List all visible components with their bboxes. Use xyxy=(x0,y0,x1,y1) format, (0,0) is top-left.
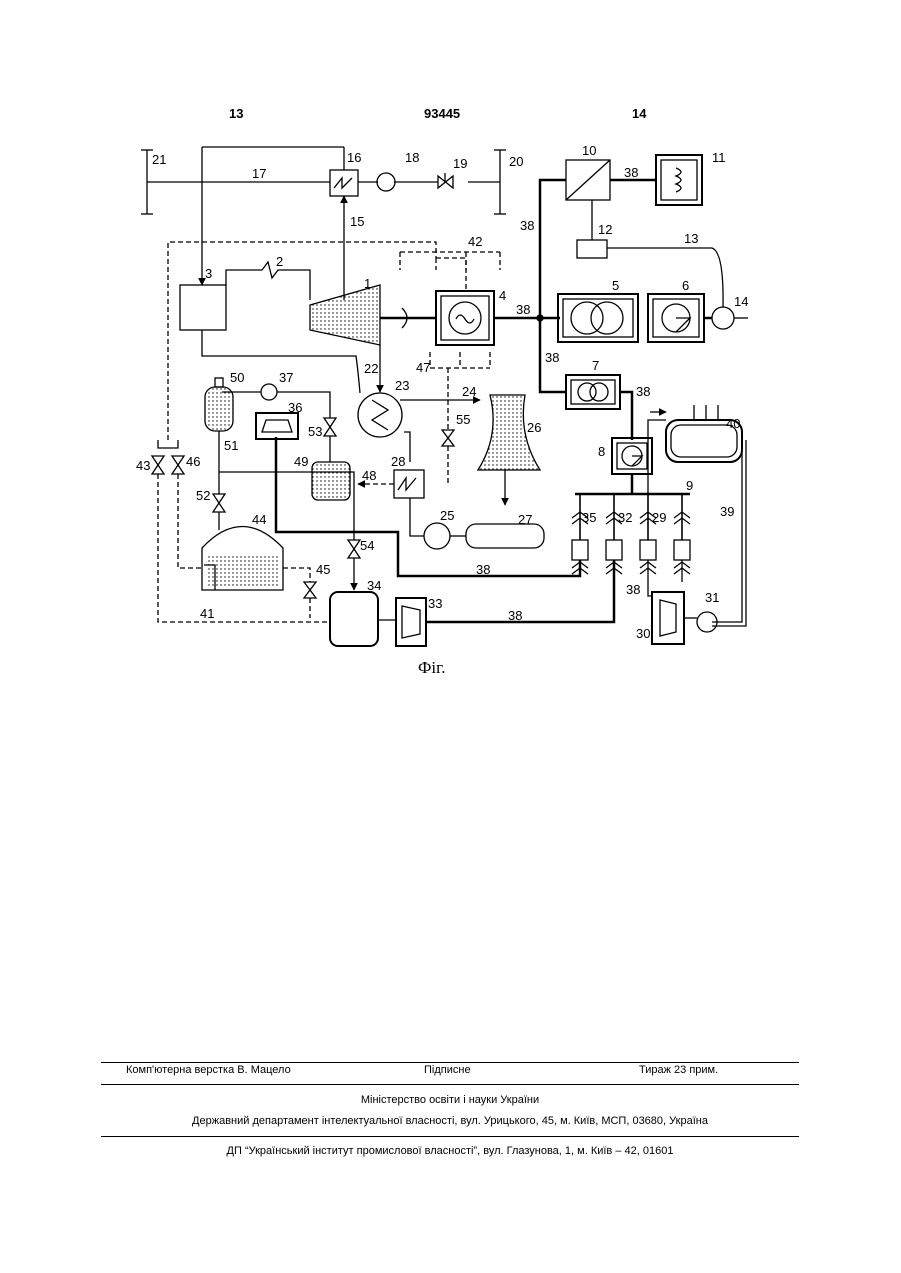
svg-text:14: 14 xyxy=(734,294,748,309)
svg-text:15: 15 xyxy=(350,214,364,229)
svg-text:33: 33 xyxy=(428,596,442,611)
svg-text:41: 41 xyxy=(200,606,214,621)
footer-rule-top xyxy=(101,1062,799,1063)
diagram-lines xyxy=(141,147,748,646)
footer-signed: Підписне xyxy=(424,1064,471,1076)
svg-text:37: 37 xyxy=(279,370,293,385)
svg-text:3: 3 xyxy=(205,266,212,281)
svg-text:26: 26 xyxy=(527,420,541,435)
svg-text:48: 48 xyxy=(362,468,376,483)
footer-department: Державний департамент інтелектуальної вл… xyxy=(101,1115,799,1127)
svg-text:38: 38 xyxy=(508,608,522,623)
footer-circulation: Тираж 23 прим. xyxy=(639,1064,718,1076)
svg-text:10: 10 xyxy=(582,143,596,158)
svg-text:55: 55 xyxy=(456,412,470,427)
svg-text:27: 27 xyxy=(518,512,532,527)
svg-text:21: 21 xyxy=(152,152,166,167)
svg-text:38: 38 xyxy=(520,218,534,233)
figure-caption: Фіг. xyxy=(418,658,445,678)
svg-text:30: 30 xyxy=(636,626,650,641)
patent-schematic-diagram: 21 17 16 18 19 20 15 2 3 1 42 4 38 5 6 1… xyxy=(0,0,901,700)
svg-text:12: 12 xyxy=(598,222,612,237)
svg-text:32: 32 xyxy=(618,510,632,525)
svg-text:40: 40 xyxy=(726,416,740,431)
svg-text:2: 2 xyxy=(276,254,283,269)
svg-text:43: 43 xyxy=(136,458,150,473)
svg-text:24: 24 xyxy=(462,384,476,399)
svg-text:7: 7 xyxy=(592,358,599,373)
svg-text:19: 19 xyxy=(453,156,467,171)
svg-text:53: 53 xyxy=(308,424,322,439)
svg-text:38: 38 xyxy=(476,562,490,577)
svg-text:54: 54 xyxy=(360,538,374,553)
svg-text:17: 17 xyxy=(252,166,266,181)
svg-text:13: 13 xyxy=(684,231,698,246)
svg-text:39: 39 xyxy=(720,504,734,519)
svg-text:28: 28 xyxy=(391,454,405,469)
svg-text:46: 46 xyxy=(186,454,200,469)
svg-text:9: 9 xyxy=(686,478,693,493)
svg-text:38: 38 xyxy=(516,302,530,317)
svg-text:22: 22 xyxy=(364,361,378,376)
svg-text:23: 23 xyxy=(395,378,409,393)
svg-text:8: 8 xyxy=(598,444,605,459)
svg-text:20: 20 xyxy=(509,154,523,169)
footer-rule-middle xyxy=(101,1084,799,1085)
svg-text:42: 42 xyxy=(468,234,482,249)
footer-ministry: Міністерство освіти і науки України xyxy=(101,1094,799,1106)
svg-text:47: 47 xyxy=(416,360,430,375)
svg-text:38: 38 xyxy=(545,350,559,365)
svg-text:36: 36 xyxy=(288,400,302,415)
svg-text:49: 49 xyxy=(294,454,308,469)
svg-text:6: 6 xyxy=(682,278,689,293)
svg-text:1: 1 xyxy=(364,276,371,291)
svg-text:45: 45 xyxy=(316,562,330,577)
svg-text:4: 4 xyxy=(499,288,506,303)
svg-text:29: 29 xyxy=(652,510,666,525)
svg-text:11: 11 xyxy=(712,150,726,165)
svg-text:35: 35 xyxy=(582,510,596,525)
svg-text:50: 50 xyxy=(230,370,244,385)
svg-text:38: 38 xyxy=(636,384,650,399)
svg-text:31: 31 xyxy=(705,590,719,605)
footer-rule-bottom xyxy=(101,1136,799,1137)
svg-text:25: 25 xyxy=(440,508,454,523)
svg-text:51: 51 xyxy=(224,438,238,453)
footer-layout-credit: Комп'ютерна верстка В. Мацело xyxy=(126,1064,291,1076)
svg-text:5: 5 xyxy=(612,278,619,293)
svg-text:18: 18 xyxy=(405,150,419,165)
svg-text:44: 44 xyxy=(252,512,266,527)
svg-text:52: 52 xyxy=(196,488,210,503)
svg-text:38: 38 xyxy=(626,582,640,597)
svg-text:38: 38 xyxy=(624,165,638,180)
footer-institute: ДП “Український інститут промислової вла… xyxy=(101,1145,799,1157)
svg-text:34: 34 xyxy=(367,578,381,593)
svg-text:16: 16 xyxy=(347,150,361,165)
